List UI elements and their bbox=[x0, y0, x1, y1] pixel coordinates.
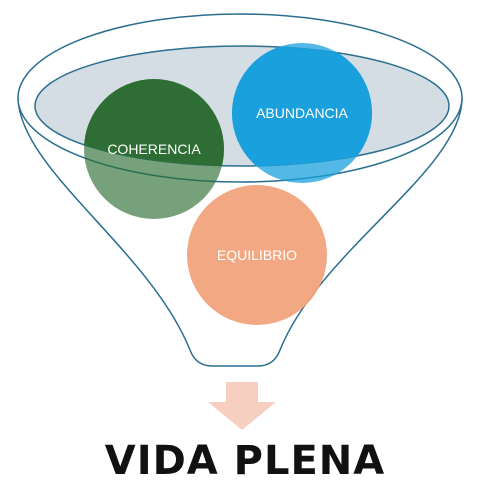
result-label: VIDA PLENA bbox=[104, 438, 386, 484]
abundancia-label: ABUNDANCIA bbox=[256, 105, 348, 121]
coherencia-circle-top bbox=[84, 79, 224, 166]
coherencia-label: COHERENCIA bbox=[107, 141, 201, 157]
abundancia-circle-top bbox=[232, 46, 372, 166]
equilibrio-label: EQUILIBRIO bbox=[217, 247, 297, 263]
equilibrio-circle bbox=[187, 185, 327, 325]
down-arrow-icon bbox=[208, 382, 276, 430]
